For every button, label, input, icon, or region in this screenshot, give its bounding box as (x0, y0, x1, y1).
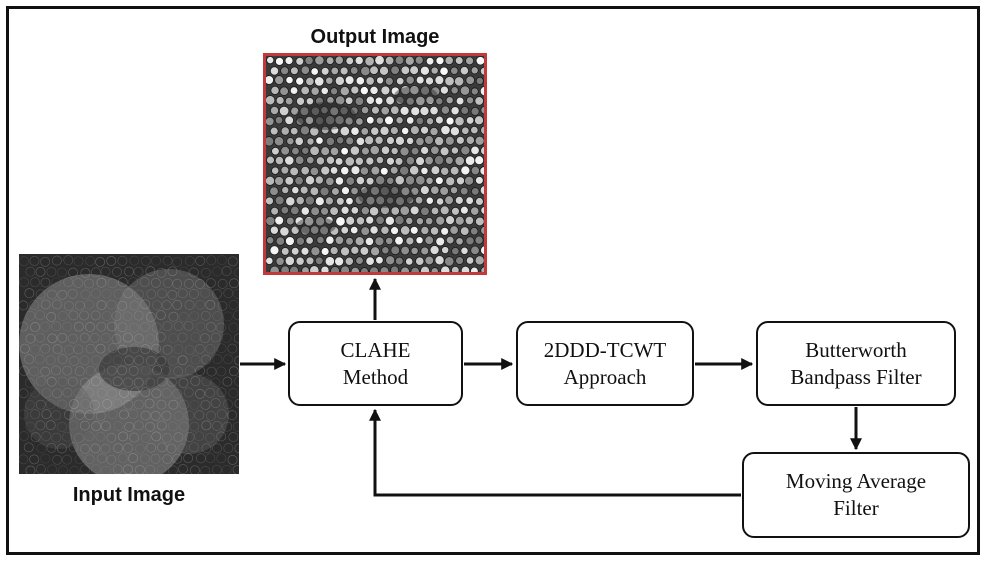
tcwt-approach-box: 2DDD-TCWT Approach (516, 321, 694, 406)
butterworth-line-1: Butterworth (805, 337, 907, 362)
moving-average-line-1: Moving Average (785, 469, 927, 493)
moving-average-line-2: Filter (833, 496, 879, 520)
input-image-caption: Input Image (72, 484, 186, 506)
moving-average-filter-box: Moving Average Filter (742, 452, 970, 538)
butterworth-line-2: Bandpass Filter (790, 364, 922, 389)
tcwt-line-1: 2DDD-TCWT (543, 337, 667, 362)
tcwt-line-2: Approach (563, 364, 647, 389)
butterworth-filter-box: Butterworth Bandpass Filter (756, 321, 956, 406)
clahe-line-2: Method (342, 364, 409, 389)
clahe-line-1: CLAHE (340, 337, 411, 362)
clahe-method-box: CLAHE Method (288, 321, 463, 406)
input-image-texture (19, 255, 239, 474)
output-image-caption: Output Image (310, 26, 440, 48)
output-image (263, 53, 487, 275)
output-image-texture (266, 56, 484, 272)
input-image (19, 254, 239, 474)
